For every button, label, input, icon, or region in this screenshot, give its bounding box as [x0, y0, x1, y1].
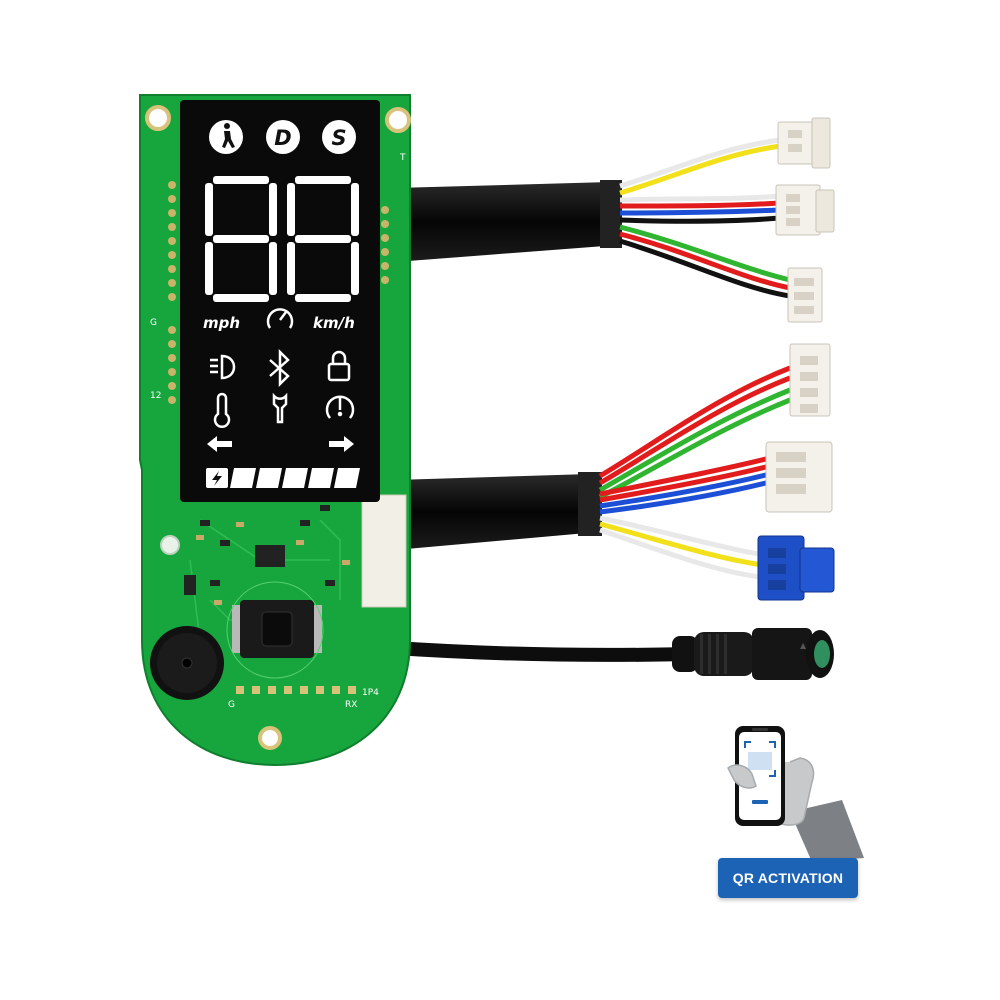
battery-segment: [256, 468, 282, 488]
tactile-button: [226, 581, 324, 679]
mode-s: S: [331, 126, 346, 150]
speed-digits-88: [205, 176, 359, 302]
lower-cable: [395, 365, 791, 581]
bluetooth-icon: [269, 348, 290, 388]
qr-activation-badge: QR ACTIVATION: [718, 858, 858, 898]
connector-blue: [757, 535, 835, 601]
silk-12: 12: [150, 391, 161, 401]
upper-cable: [395, 137, 791, 299]
silk-1p4: 1P4: [362, 688, 379, 698]
mode-d: D: [274, 126, 291, 150]
battery-segment: [308, 468, 334, 488]
silk-t: T: [399, 153, 406, 163]
walk-icon: [222, 123, 235, 148]
svg-text:▲: ▲: [800, 641, 807, 650]
connector-white-3: [787, 267, 823, 323]
wrench-icon: [272, 392, 288, 424]
buzzer: [150, 626, 224, 700]
headlight-icon: [210, 354, 236, 380]
battery-segment: [282, 468, 308, 488]
unit-kmh: km/h: [313, 314, 355, 332]
speedometer-icon: [266, 308, 294, 329]
battery-bar: [206, 468, 360, 488]
connector-white-4: [789, 343, 831, 417]
silk-g: G: [150, 318, 157, 328]
left-arrow-icon: [207, 436, 232, 452]
connector-white-1: [777, 117, 831, 169]
connector-white-5: [765, 441, 833, 513]
lcd-display: D S mph km/h: [180, 100, 380, 502]
round-cable: ▲: [388, 628, 834, 680]
tire-pressure-icon: [325, 395, 355, 419]
qr-phone-illustration: [727, 726, 864, 862]
right-arrow-icon: [329, 436, 354, 452]
silk-rx: RX: [345, 700, 357, 710]
battery-segment: [230, 468, 256, 488]
lock-icon: [327, 350, 351, 382]
thermometer-icon: [213, 392, 231, 428]
silk-g-bottom: G: [228, 700, 235, 710]
unit-mph: mph: [203, 314, 240, 332]
connector-white-2: [775, 184, 835, 236]
battery-segment: [334, 468, 360, 488]
